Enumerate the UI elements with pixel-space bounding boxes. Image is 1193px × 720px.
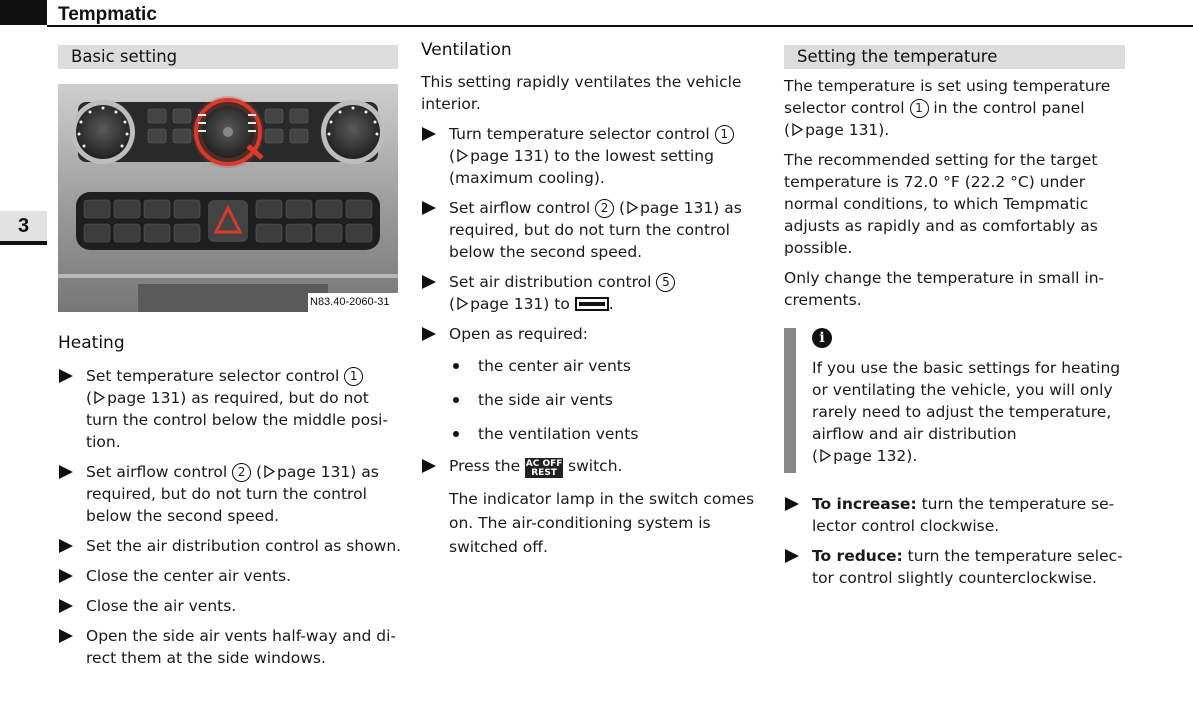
info-bar [784, 328, 796, 473]
list-item: Set the air distribution control as show… [58, 535, 403, 557]
section-setting-temperature: Setting the temperature [784, 45, 1125, 69]
list-item: the center air vents [449, 355, 769, 377]
page-title: Tempmatic [58, 4, 157, 25]
bullet-dot-icon [453, 363, 459, 369]
list-item: Turn temperature selector control 1(page… [421, 123, 766, 189]
temperature-intro: The temperature is set using temperature… [784, 77, 1111, 139]
recommended-setting: The recommended setting for the target t… [784, 151, 1098, 257]
ventilation-intro: This setting rapidly ventilates the vehi… [421, 73, 742, 113]
info-icon: i [812, 328, 832, 348]
section-basic-setting: Basic setting [58, 45, 398, 69]
page-reference-icon [457, 297, 469, 310]
heading-heating: Heating [58, 333, 125, 353]
ventilation-result: The indicator lamp in the switch comes o… [449, 490, 755, 556]
heading-ventilation: Ventilation [421, 40, 512, 60]
list-item: Set airflow control 2 (page 131) as requ… [58, 461, 403, 527]
bullet-triangle-icon [59, 599, 73, 613]
bullet-triangle-icon [422, 459, 436, 473]
header-rule [47, 25, 1193, 27]
page-reference-icon [264, 465, 276, 478]
list-item: To reduce: turn the temperature selec-to… [784, 545, 1129, 589]
bullet-triangle-icon [422, 275, 436, 289]
callout-number-icon: 1 [909, 99, 929, 118]
bullet-triangle-icon [422, 127, 436, 141]
callout-number-icon: 1 [714, 125, 734, 144]
bullet-triangle-icon [59, 465, 73, 479]
callout-number-icon: 2 [232, 463, 252, 482]
list-item: Set airflow control 2 (page 131) as requ… [421, 197, 766, 263]
callout-number-icon: 2 [595, 199, 615, 218]
air-distribution-icon [574, 297, 609, 311]
callout-number-icon: 1 [344, 367, 364, 386]
bullet-triangle-icon [59, 569, 73, 583]
page-reference-icon [820, 449, 832, 462]
list-item: Close the air vents. [58, 595, 403, 617]
small-increments-note: Only change the temperature in small in-… [784, 269, 1105, 309]
list-item: To increase: turn the temperature se-lec… [784, 493, 1129, 537]
bullet-triangle-icon [422, 327, 436, 341]
bullet-triangle-icon [785, 549, 799, 563]
info-note: If you use the basic settings for heatin… [812, 359, 1121, 465]
chapter-tab: 3 [0, 211, 47, 245]
bullet-triangle-icon [422, 201, 436, 215]
list-item: Open as required: [421, 323, 766, 345]
bullet-dot-icon [453, 431, 459, 437]
list-item: the side air vents [449, 389, 769, 411]
control-panel-figure: N83.40-2060-31 [58, 84, 398, 312]
list-item: Open the side air vents half-way and di-… [58, 625, 403, 669]
bullet-triangle-icon [785, 497, 799, 511]
callout-number-icon: 5 [656, 273, 676, 292]
bullet-triangle-icon [59, 629, 73, 643]
temperature-steps: To increase: turn the temperature se-lec… [784, 493, 1129, 597]
heating-steps: Set temperature selector control 1(page … [58, 365, 403, 677]
bullet-triangle-icon [59, 539, 73, 553]
page-reference-icon [627, 201, 639, 214]
list-item: Set temperature selector control 1(page … [58, 365, 403, 453]
list-item: Set air distribution control 5(page 131)… [421, 271, 766, 315]
list-item: the ventilation vents [449, 423, 769, 445]
vent-options: the center air vents the side air vents … [449, 355, 769, 457]
control-panel-illustration [58, 84, 398, 312]
list-item: Close the center air vents. [58, 565, 403, 587]
header-marker [0, 0, 47, 25]
ventilation-steps: Turn temperature selector control 1(page… [421, 123, 766, 355]
bullet-dot-icon [453, 397, 459, 403]
figure-label: N83.40-2060-31 [310, 296, 390, 308]
page-reference-icon [94, 391, 106, 404]
bullet-triangle-icon [59, 369, 73, 383]
page-reference-icon [792, 123, 804, 136]
page-reference-icon [457, 149, 469, 162]
